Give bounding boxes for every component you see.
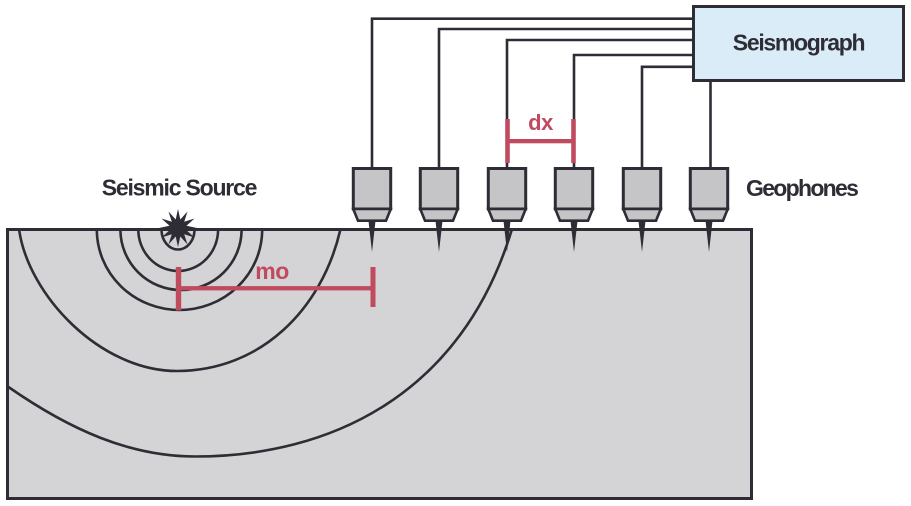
svg-text:Seismograph: Seismograph [733,30,865,56]
svg-text:dx: dx [528,110,554,135]
svg-text:Seismic Source: Seismic Source [102,175,257,201]
svg-text:Geophones: Geophones [746,175,858,201]
svg-text:mo: mo [255,258,289,284]
